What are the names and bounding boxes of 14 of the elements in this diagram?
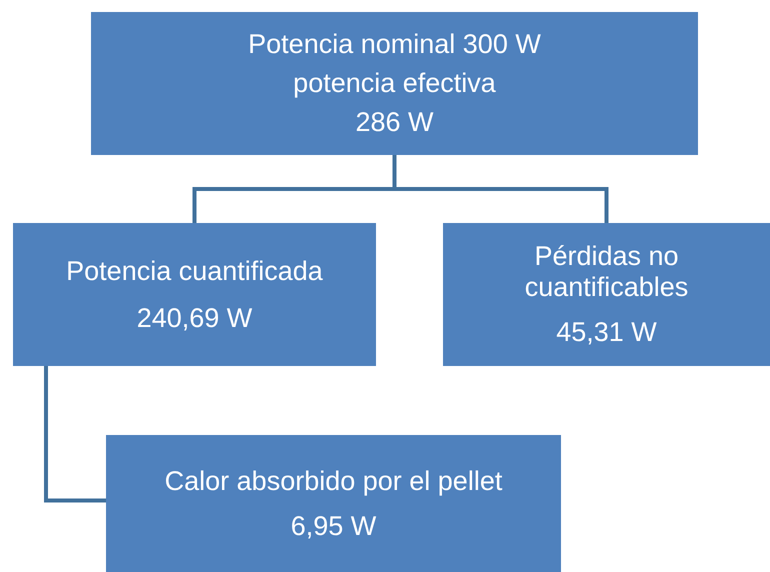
process-box [91,12,698,155]
box-text: 286 W [355,107,434,138]
connector-line [44,366,106,502]
box-text: Calor absorbido por el pellet [164,466,502,496]
box-text: 45,31 W [556,317,657,348]
box-text: Potencia nominal 300 W [248,29,541,60]
process-box [106,435,561,572]
box-text: Pérdidas no cuantificables [524,241,690,303]
box-text: 6,95 W [290,510,376,542]
box-text: Potencia cuantificada [66,256,323,286]
process-box [443,223,770,366]
box-text: potencia efectiva [293,68,496,99]
process-box [13,223,376,366]
box-text: 240,69 W [136,302,252,334]
